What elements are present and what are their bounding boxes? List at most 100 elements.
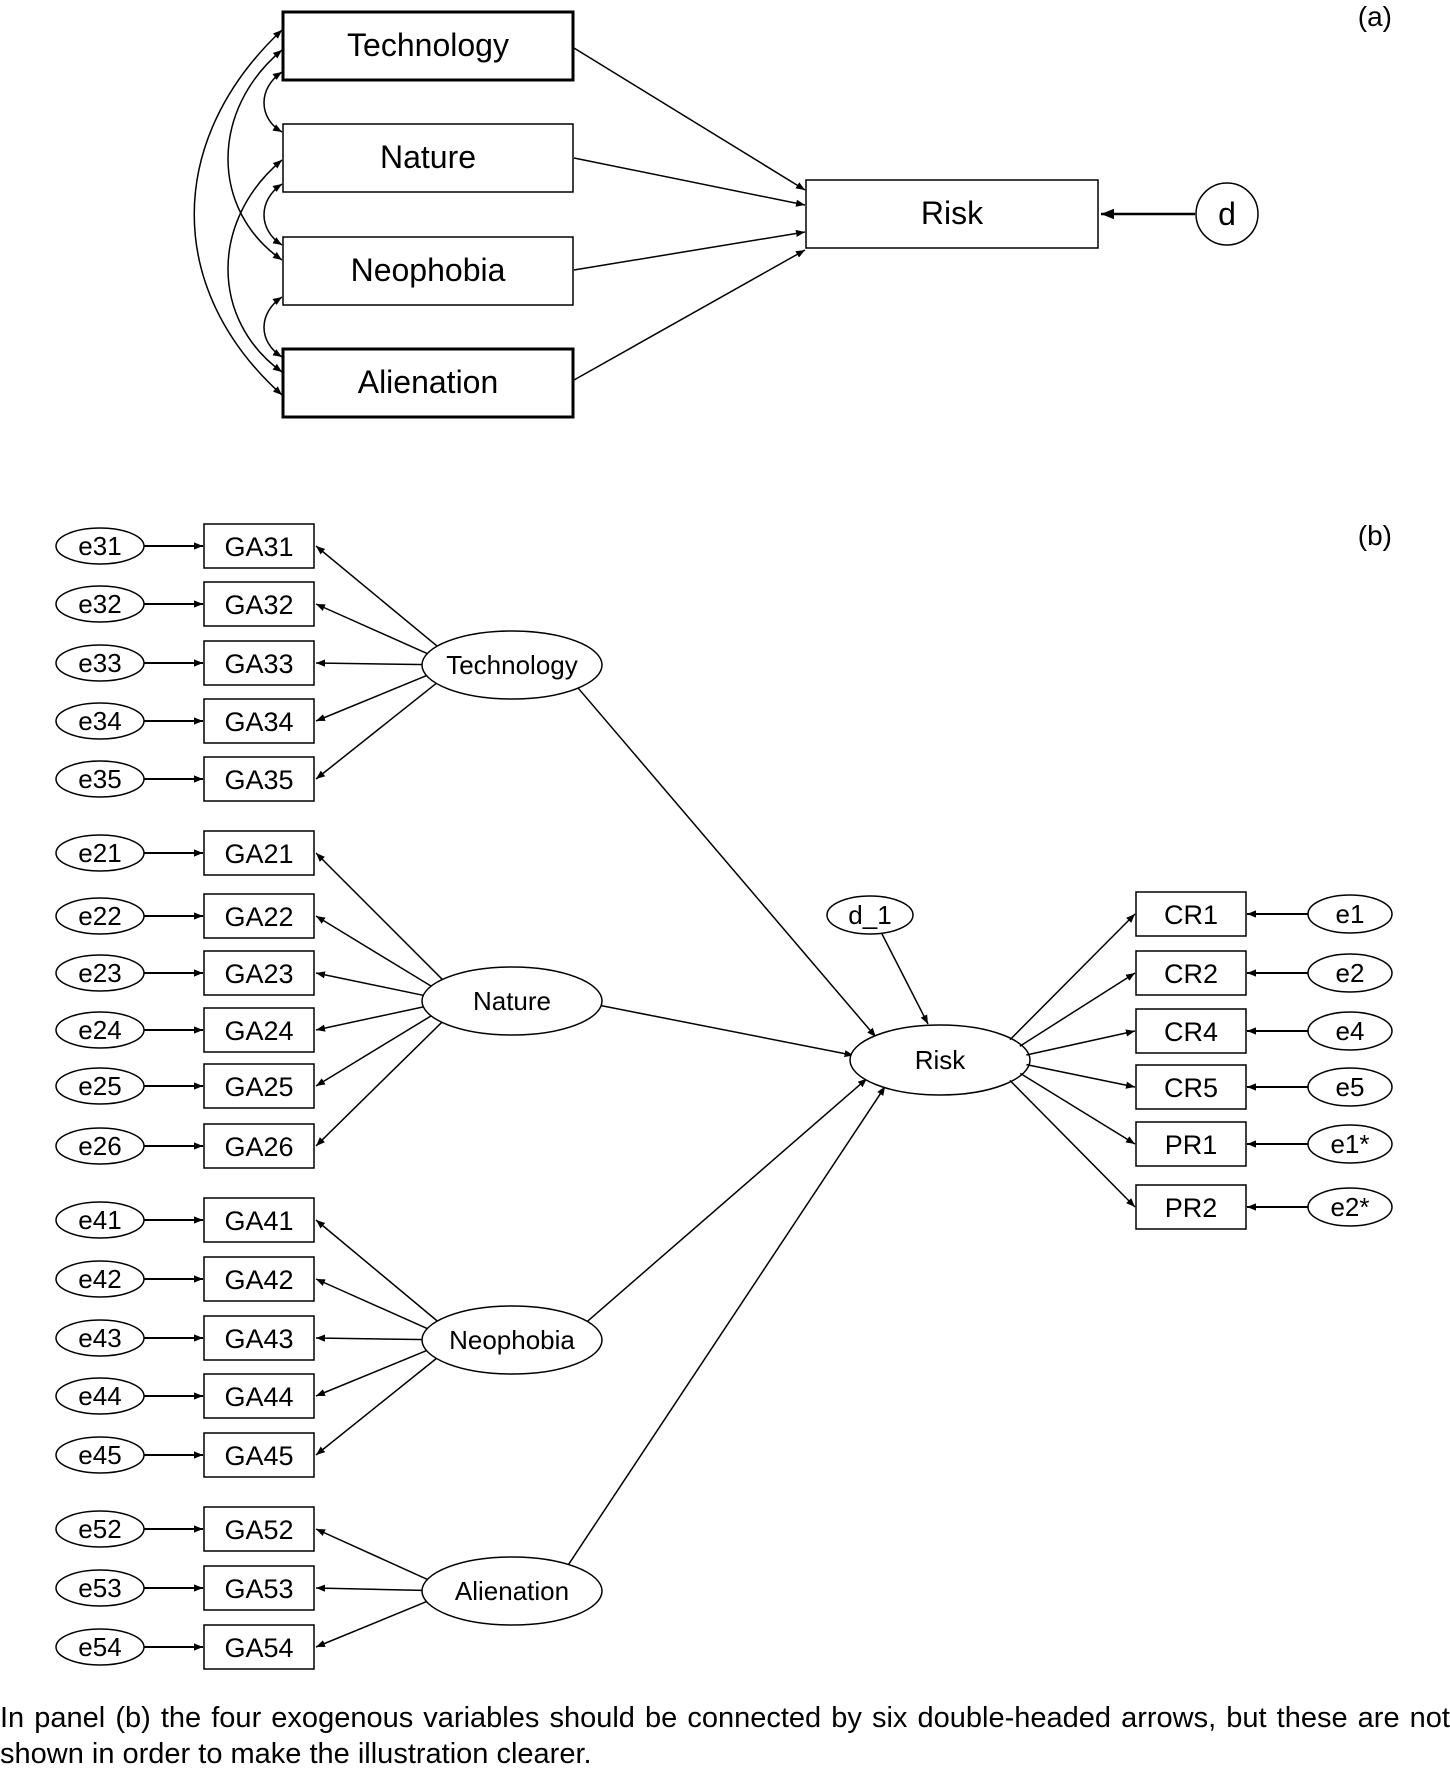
factor-nature: Nature (421, 966, 603, 1036)
error-term: e54 (55, 1628, 145, 1666)
regression-paths (573, 47, 806, 381)
error-label: e22 (78, 901, 121, 931)
indicator-box: CR5 (1135, 1064, 1247, 1110)
indicator-label: GA45 (224, 1441, 293, 1471)
figure-caption: In panel (b) the four exogenous variable… (0, 1702, 1450, 1770)
outcome-label: Risk (921, 195, 984, 231)
loading-arrow (315, 1012, 436, 1087)
error-label: e45 (78, 1440, 121, 1470)
loading-arrow (315, 852, 446, 983)
loading-arrow (315, 1598, 432, 1648)
indicator-ga33: e33 GA33 (55, 640, 315, 686)
indicator-box: GA42 (203, 1256, 315, 1302)
indicator-box: GA34 (203, 698, 315, 744)
loading-arrow (315, 1584, 429, 1592)
indicator-box: GA22 (203, 893, 315, 939)
indicator-cr2: CR2 e2 (1019, 950, 1393, 1047)
loading-arrow (315, 1355, 441, 1456)
indicator-label: GA22 (224, 902, 293, 932)
loading-arrow (315, 1334, 429, 1342)
predictor-neophobia: Neophobia (282, 236, 574, 306)
indicator-pr2: PR2 e2* (1009, 1079, 1393, 1230)
factor-alienation: Alienation (421, 1556, 603, 1626)
indicator-label: GA21 (224, 839, 293, 869)
indicator-label: CR5 (1164, 1073, 1218, 1103)
indicator-box: GA31 (203, 523, 315, 569)
indicator-label: GA52 (224, 1515, 293, 1545)
indicator-ga34: e34 GA34 (55, 698, 315, 744)
loading-arrow (315, 1528, 433, 1583)
error-term: e22 (55, 897, 145, 935)
error-term: e21 (55, 834, 145, 872)
indicator-ga31: e31 GA31 (55, 523, 315, 569)
indicator-label: GA26 (224, 1132, 293, 1162)
indicator-box: GA43 (203, 1315, 315, 1361)
indicator-label: CR4 (1164, 1017, 1218, 1047)
indicator-label: PR1 (1165, 1130, 1218, 1160)
loading-arrow (315, 971, 430, 998)
error-term: e23 (55, 954, 145, 992)
error-label: e41 (78, 1205, 121, 1235)
indicator-ga52: e52 GA52 (55, 1506, 315, 1552)
predictor-nature: Nature (282, 123, 574, 193)
error-label: e54 (78, 1632, 121, 1662)
disturbance-label: d_1 (848, 900, 891, 930)
indicator-ga32: e32 GA32 (55, 581, 315, 627)
indicator-box: PR2 (1135, 1184, 1247, 1230)
indicator-box: CR2 (1135, 950, 1247, 996)
indicator-box: GA33 (203, 640, 315, 686)
predictor-alienation: Alienation (281, 347, 575, 419)
error-term: e24 (55, 1011, 145, 1049)
indicator-label: GA43 (224, 1324, 293, 1354)
indicator-box: GA32 (203, 581, 315, 627)
indicator-label: GA42 (224, 1265, 293, 1295)
error-label: e4 (1336, 1016, 1365, 1046)
loading-arrow (315, 672, 432, 722)
error-label: e33 (78, 648, 121, 678)
factor-label: Neophobia (449, 1325, 575, 1355)
indicator-box: CR4 (1135, 1008, 1247, 1054)
disturbance-label: d (1218, 196, 1236, 232)
indicator-ga26: e26 GA26 (55, 1123, 315, 1169)
loading-arrow (1026, 1063, 1136, 1089)
error-term: e41 (55, 1201, 145, 1239)
indicator-label: GA53 (224, 1574, 293, 1604)
error-term: e2* (1307, 1187, 1393, 1227)
error-label: e23 (78, 958, 121, 988)
error-label: e34 (78, 706, 121, 736)
disturbance-d: d (1195, 182, 1259, 246)
structural-path (577, 687, 877, 1038)
error-term: e1 (1307, 894, 1393, 934)
indicator-label: GA34 (224, 707, 293, 737)
error-term: e35 (55, 760, 145, 798)
error-label: e2* (1330, 1192, 1369, 1222)
error-term: e33 (55, 644, 145, 682)
panel-a-label: (a) (1358, 1, 1392, 32)
indicator-ga21: e21 GA21 (55, 830, 315, 876)
indicator-box: GA41 (203, 1197, 315, 1243)
indicator-ga41: e41 GA41 (55, 1197, 315, 1243)
error-label: e43 (78, 1323, 121, 1353)
error-term: e26 (55, 1127, 145, 1165)
error-term: e2 (1307, 953, 1393, 993)
indicator-ga54: e54 GA54 (55, 1624, 315, 1670)
indicator-box: GA54 (203, 1624, 315, 1670)
factor-label: Nature (473, 986, 551, 1016)
error-term: e52 (55, 1510, 145, 1548)
loading-arrow (315, 1278, 433, 1332)
indicator-ga24: e24 GA24 (55, 1007, 315, 1053)
indicator-box: GA24 (203, 1007, 315, 1053)
indicator-ga45: e45 GA45 (55, 1432, 315, 1478)
error-term: e32 (55, 585, 145, 623)
indicator-box: GA44 (203, 1373, 315, 1419)
loading-arrow (1026, 1029, 1136, 1056)
error-label: e31 (78, 531, 121, 561)
indicator-box: GA21 (203, 830, 315, 876)
